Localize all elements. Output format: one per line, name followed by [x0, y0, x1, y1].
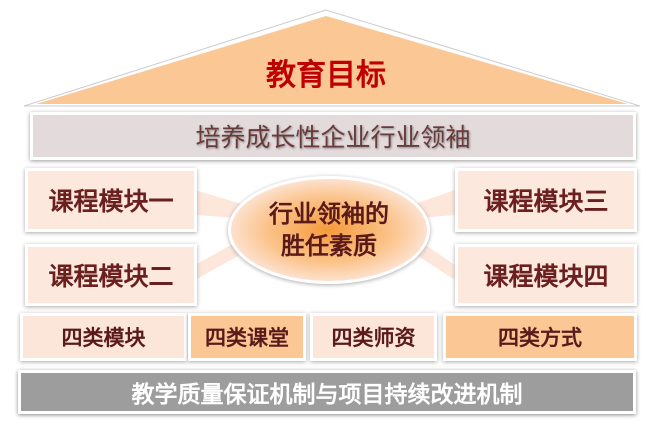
education-goal-title: 教育目标 — [266, 58, 386, 93]
core-competency-ellipse: 行业领袖的 胜任素质 — [228, 176, 430, 284]
core-line-1: 行业领袖的 — [269, 200, 389, 228]
course-module-4: 课程模块四 — [455, 244, 637, 306]
course-module-1: 课程模块一 — [25, 168, 197, 232]
foundation-bar: 教学质量保证机制与项目持续改进机制 — [18, 370, 636, 414]
category-classrooms: 四类课堂 — [188, 313, 306, 361]
connector-1 — [195, 190, 245, 218]
category-modules: 四类模块 — [20, 313, 187, 361]
course-module-2: 课程模块二 — [25, 244, 197, 306]
connector-2 — [195, 240, 245, 280]
category-faculty: 四类师资 — [310, 313, 437, 361]
goal-banner: 培养成长性企业行业领袖 — [30, 112, 636, 160]
category-methods: 四类方式 — [443, 313, 637, 361]
core-line-2: 胜任素质 — [281, 232, 377, 260]
course-module-3: 课程模块三 — [455, 168, 637, 232]
